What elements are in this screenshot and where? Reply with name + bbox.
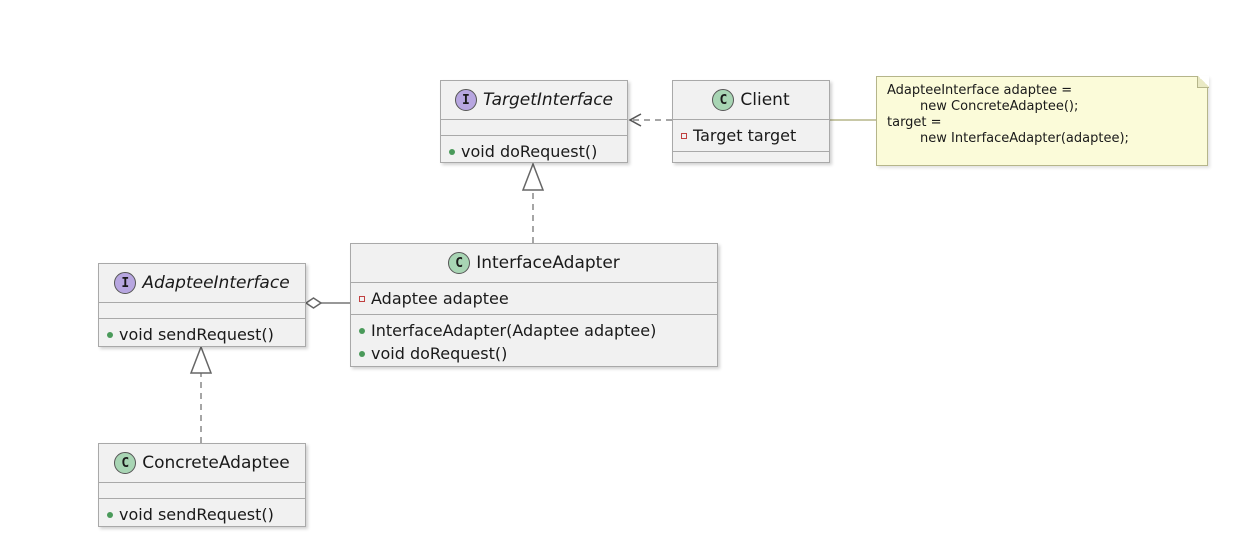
fields-section	[441, 120, 627, 136]
class-header: I AdapteeInterface	[99, 264, 305, 303]
method-text: InterfaceAdapter(Adaptee adaptee)	[371, 321, 657, 340]
method-text: void doRequest()	[461, 142, 598, 161]
class-name: TargetInterface	[482, 90, 614, 110]
class-box-interface-adapter[interactable]: C InterfaceAdapter Adaptee adaptee Inter…	[350, 243, 718, 367]
fields-section: Target target	[673, 120, 829, 152]
note-line: new ConcreteAdaptee();	[887, 99, 1079, 114]
method-row: InterfaceAdapter(Adaptee adaptee)	[359, 319, 709, 342]
class-header: C Client	[673, 81, 829, 120]
note-line: AdapteeInterface adaptee =	[887, 83, 1073, 98]
realization-arrowhead-targetinterface	[521, 161, 545, 191]
method-row: void sendRequest()	[107, 323, 297, 346]
public-visibility-icon	[449, 148, 455, 155]
methods-section	[673, 152, 829, 167]
fields-section: Adaptee adaptee	[351, 283, 717, 315]
methods-section: InterfaceAdapter(Adaptee adaptee) void d…	[351, 315, 717, 369]
method-text: void doRequest()	[371, 344, 508, 363]
field-row: Adaptee adaptee	[359, 287, 709, 310]
class-box-adaptee-interface[interactable]: I AdapteeInterface void sendRequest()	[98, 263, 306, 347]
class-badge-icon: C	[114, 452, 137, 474]
interface-badge-icon: I	[454, 89, 477, 111]
class-name: InterfaceAdapter	[476, 253, 620, 273]
public-visibility-icon	[107, 511, 113, 518]
note-line: target =	[887, 115, 942, 130]
dependency-arrowhead	[628, 113, 642, 127]
public-visibility-icon	[107, 331, 113, 338]
class-badge-icon: C	[712, 89, 735, 111]
class-box-concrete-adaptee[interactable]: C ConcreteAdaptee void sendRequest()	[98, 443, 306, 527]
public-visibility-icon	[359, 350, 365, 357]
class-box-client[interactable]: C Client Target target	[672, 80, 830, 163]
methods-section: void sendRequest()	[99, 499, 305, 530]
class-name: ConcreteAdaptee	[142, 453, 290, 473]
field-row: Target target	[681, 124, 821, 147]
method-row: void doRequest()	[449, 140, 619, 163]
class-name: Client	[740, 90, 790, 110]
field-text: Target target	[693, 126, 797, 145]
fields-section	[99, 483, 305, 499]
private-visibility-icon	[359, 295, 365, 302]
fields-section	[99, 303, 305, 319]
method-text: void sendRequest()	[119, 325, 274, 344]
code-note: AdapteeInterface adaptee = new ConcreteA…	[876, 75, 1209, 166]
method-row: void doRequest()	[359, 342, 709, 365]
public-visibility-icon	[359, 327, 365, 334]
methods-section: void doRequest()	[441, 136, 627, 167]
class-header: I TargetInterface	[441, 81, 627, 120]
class-box-target-interface[interactable]: I TargetInterface void doRequest()	[440, 80, 628, 163]
method-text: void sendRequest()	[119, 505, 274, 524]
realization-arrowhead-adapteeinterface	[189, 344, 213, 374]
aggregation-diamond	[304, 297, 323, 309]
class-header: C ConcreteAdaptee	[99, 444, 305, 483]
private-visibility-icon	[681, 132, 687, 139]
class-badge-icon: C	[448, 252, 471, 274]
interface-badge-icon: I	[114, 272, 137, 294]
class-header: C InterfaceAdapter	[351, 244, 717, 283]
class-name: AdapteeInterface	[142, 273, 290, 293]
methods-section: void sendRequest()	[99, 319, 305, 350]
method-row: void sendRequest()	[107, 503, 297, 526]
field-text: Adaptee adaptee	[371, 289, 509, 308]
note-line: new InterfaceAdapter(adaptee);	[887, 131, 1129, 146]
